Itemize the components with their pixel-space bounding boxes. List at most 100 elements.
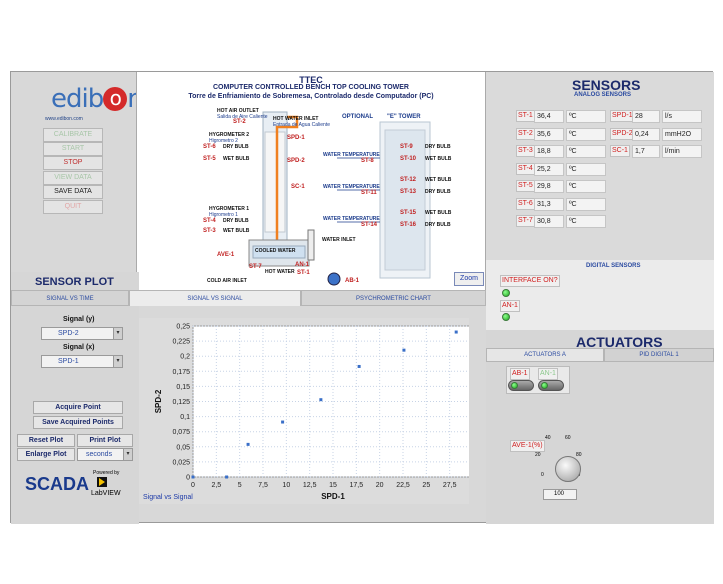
knob-tick-20: 20 [535, 452, 541, 458]
tag-ab-1[interactable]: AB-1 [345, 278, 360, 284]
acquire-point-button[interactable]: Acquire Point [33, 401, 123, 414]
label-hot-water: HOT WATER [265, 269, 295, 275]
tag-spd-2[interactable]: SPD-2 [287, 158, 305, 164]
tag-st-1[interactable]: ST-1 [297, 270, 310, 276]
tag-st-14[interactable]: ST-14 [361, 222, 378, 228]
diagram-graphic [248, 111, 431, 286]
x-tick-label: 12,5 [303, 482, 317, 489]
sensor-label-st-6: ST-6 [516, 197, 535, 210]
powered-by-label: Powered by [93, 470, 120, 476]
y-tick-label: 0,25 [176, 324, 190, 331]
tag-st-11[interactable]: ST-11 [361, 190, 377, 196]
tab-pid-digital-1[interactable]: PID DIGITAL 1 [604, 348, 714, 362]
y-tick-label: 0,05 [176, 444, 190, 451]
tag-st-15[interactable]: ST-15 [400, 210, 417, 216]
reset-plot-button[interactable]: Reset Plot [17, 434, 75, 447]
sensor-label-st-5: ST-5 [516, 180, 535, 192]
sensor-label-st-4: ST-4 [516, 162, 535, 175]
digital-sensors-title: DIGITAL SENSORS [586, 263, 641, 269]
signal-x-label: Signal (x) [63, 344, 95, 351]
sensor-unit-st-1: ºC [566, 110, 606, 123]
save-data-button[interactable]: SAVE DATA [43, 185, 103, 199]
chevron-down-icon: ▾ [113, 328, 122, 339]
signal-vs-signal-plot: 02,557,51012,51517,52022,52527,53000,025… [139, 318, 469, 504]
y-tick-label: 0,025 [172, 459, 190, 466]
tag-st-5[interactable]: ST-5 [203, 156, 216, 162]
label-hot-air-outlet: HOT AIR OUTLET [217, 108, 259, 114]
tag-st-13[interactable]: ST-13 [400, 189, 417, 195]
ave-1-knob[interactable] [555, 456, 581, 482]
digital-sensors-panel: DIGITAL SENSORS INTERFACE ON? AN-1 [486, 260, 714, 330]
tag-st-6[interactable]: ST-6 [203, 144, 216, 150]
tag-st-9[interactable]: ST-9 [400, 144, 413, 150]
tag-ave-1[interactable]: AVE-1 [217, 252, 235, 258]
tag-sc-1[interactable]: SC-1 [291, 184, 305, 190]
analog-sensors-subtitle: ANALOG SENSORS [574, 92, 632, 98]
tag-st-4[interactable]: ST-4 [203, 218, 216, 224]
sensor-label-sc-1: SC-1 [610, 145, 630, 157]
stop-button[interactable]: STOP [43, 156, 103, 170]
sensor-value-st-5: 29,8 [534, 180, 564, 193]
label-hygrometer-2-es: Higrometro 2 [209, 138, 238, 144]
signal-x-select[interactable]: SPD-1▾ [41, 355, 123, 368]
time-unit-select[interactable]: seconds▾ [77, 448, 133, 461]
x-tick-label: 7,5 [258, 482, 268, 489]
label-wet-bulb-1: WET BULB [223, 228, 250, 234]
sensor-unit-sc-1: l/min [662, 145, 702, 158]
save-acquired-points-button[interactable]: Save Acquired Points [33, 416, 123, 429]
x-tick-label: 17,5 [350, 482, 364, 489]
x-tick-label: 22,5 [396, 482, 410, 489]
ab-1-toggle[interactable] [508, 380, 534, 391]
tab-signal-vs-time[interactable]: SIGNAL VS TIME [11, 290, 129, 306]
quit-button[interactable]: QUIT [43, 200, 103, 214]
knob-tick-60: 60 [565, 435, 571, 441]
data-point [191, 475, 195, 479]
tab-actuators-a[interactable]: ACTUATORS A [486, 348, 604, 362]
tag-st-16[interactable]: ST-16 [400, 222, 417, 228]
tag-st-10[interactable]: ST-10 [400, 156, 417, 162]
ab-1-label: AB-1 [510, 368, 530, 380]
labview-icon [97, 477, 107, 487]
label-water-inlet: WATER INLET [322, 237, 356, 243]
sensor-value-st-1: 36,4 [534, 110, 564, 123]
sensor-unit-st-6: ºC [566, 197, 606, 211]
data-point [357, 364, 361, 368]
x-tick-label: 5 [238, 482, 242, 489]
label-hygrometer-2: HYGROMETER 2 [209, 132, 250, 138]
ave-1-label: AVE-1(%) [510, 440, 545, 452]
data-point [281, 420, 285, 424]
view-data-button[interactable]: VIEW DATA [43, 171, 103, 185]
calibrate-button[interactable]: CALIBRATE [43, 128, 103, 142]
label-dry-bulb-1: DRY BULB [223, 218, 249, 224]
tag-st-3[interactable]: ST-3 [203, 228, 216, 234]
tab-psychrometric-chart[interactable]: PSYCHROMETRIC CHART [301, 290, 486, 306]
tag-st-8[interactable]: ST-8 [361, 158, 374, 164]
start-button[interactable]: START [43, 142, 103, 156]
sensor-label-st-2: ST-2 [516, 127, 535, 140]
tag-st-12[interactable]: ST-12 [400, 177, 417, 183]
sensor-unit-spd-2: mmH2O [662, 127, 702, 141]
diagram-title-es: Torre de Enfriamiento de Sobremesa, Cont… [188, 93, 434, 100]
tag-spd-1[interactable]: SPD-1 [287, 135, 305, 141]
process-diagram: TTEC COMPUTER CONTROLLED BENCH TOP COOLI… [136, 72, 486, 290]
sensor-value-spd-1: 28 [632, 110, 660, 123]
sensor-unit-st-5: ºC [566, 180, 606, 193]
labview-label: LabVIEW [91, 490, 121, 497]
chevron-down-icon: ▾ [113, 356, 122, 367]
label-hygrometer-1-es: Higrometro 1 [209, 212, 238, 218]
tag-an-1[interactable]: AN-1 [295, 262, 310, 268]
tag-st-2[interactable]: ST-2 [233, 119, 246, 125]
zoom-button[interactable]: Zoom [454, 272, 484, 286]
label-dry-bulb-e3: DRY BULB [425, 222, 451, 228]
print-plot-button[interactable]: Print Plot [77, 434, 133, 447]
signal-y-select[interactable]: SPD-2▾ [41, 327, 123, 340]
sensor-unit-st-4: ºC [566, 162, 606, 176]
ave-1-value[interactable]: 100 [543, 489, 577, 500]
tag-st-7[interactable]: ST-7 [249, 264, 262, 270]
an-1-toggle[interactable] [538, 380, 564, 391]
enlarge-plot-button[interactable]: Enlarge Plot [17, 448, 75, 461]
tab-signal-vs-signal[interactable]: SIGNAL VS SIGNAL [129, 290, 301, 306]
knob-tick-80: 80 [576, 452, 582, 458]
